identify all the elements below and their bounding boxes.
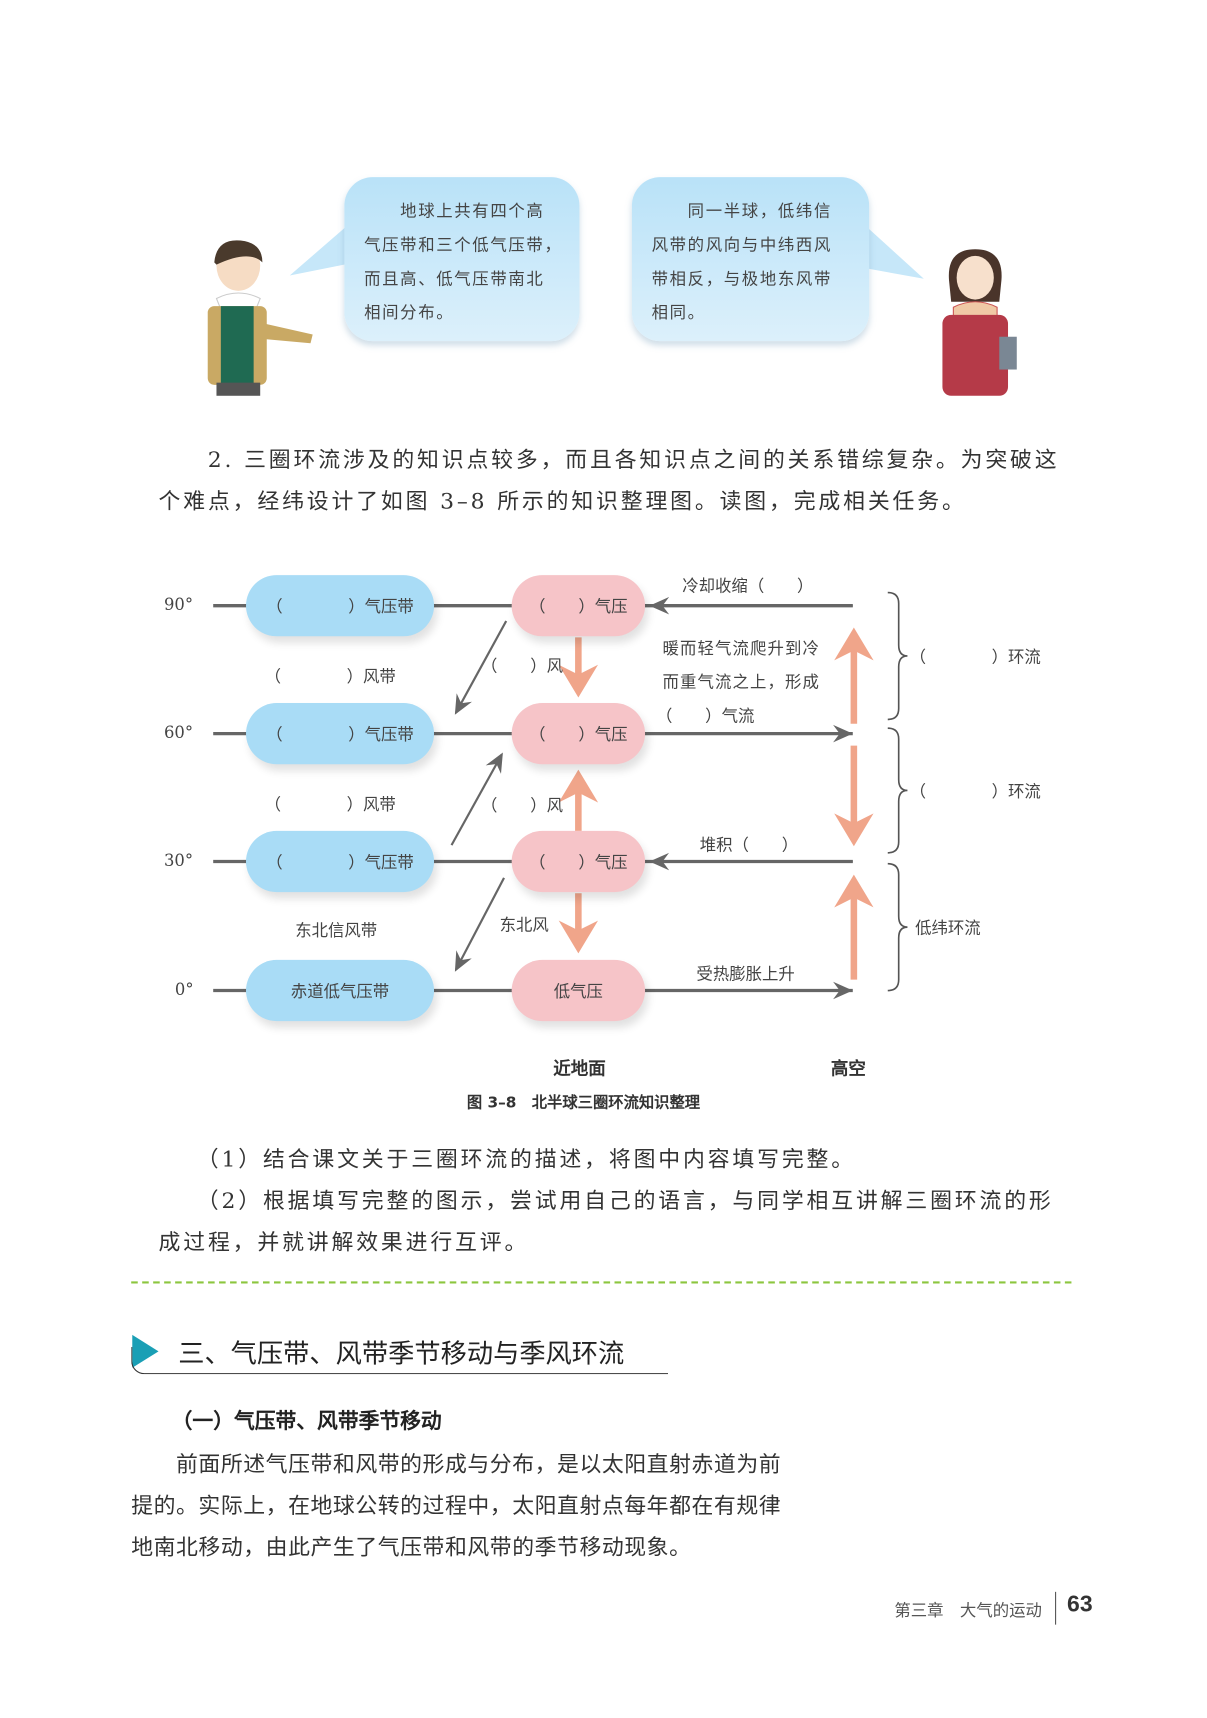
footer-separator	[1055, 1591, 1057, 1625]
pressure-belt-0: 赤道低气压带	[245, 959, 435, 1022]
section-body-line: 前面所述气压带和风带的形成与分布，是以太阳直射赤道为前	[131, 1450, 782, 1478]
section-body-line: 提的。实际上，在地球公转的过程中，太阳直射点每年都在有规律	[131, 1492, 782, 1519]
latitude-label: 30°	[163, 850, 194, 871]
latitude-label: 90°	[163, 594, 194, 615]
bubble-line: 风带的风向与中纬西风	[651, 235, 833, 255]
latitude-label: 0°	[174, 979, 194, 1000]
page-number: 63	[1067, 1591, 1093, 1617]
pressure-belt-30: （ ）气压带	[245, 830, 435, 893]
upper-label-cooling: 冷却收缩（ ）	[682, 576, 814, 596]
bubble-line: 气压带和三个低气压带，	[364, 235, 563, 255]
wind-belt-label: 东北信风带	[295, 920, 378, 941]
section-title: 三、气压带、风带季节移动与季风环流	[178, 1338, 625, 1369]
upper-label-accumulate: 堆积（ ）	[699, 835, 799, 855]
wind-arrow-polar-easterly	[454, 620, 508, 715]
brace-high-latitude	[887, 591, 908, 721]
pressure-belt-90: （ ）气压带	[245, 575, 435, 637]
surface-pressure-0: 低气压	[511, 959, 646, 1022]
pressure-belt-60: （ ）气压带	[245, 702, 435, 765]
bubble-line: 而且高、低气压带南北	[364, 268, 545, 289]
wind-belt-label: （ ）风带	[264, 666, 396, 687]
surface-pressure-90: （ ）气压	[511, 575, 646, 637]
upper-label-heated: 受热膨胀上升	[696, 964, 795, 984]
section-underline	[131, 1346, 669, 1375]
axis-label-surface: 近地面	[553, 1058, 606, 1080]
section-body-line: 地南北移动，由此产生了气压带和风带的季节移动现象。	[131, 1533, 692, 1561]
wind-label: 东北风	[499, 915, 549, 935]
wind-label: （ ）风	[481, 655, 564, 676]
girl-character-illustration	[942, 249, 1017, 396]
surface-pressure-30: （ ）气压	[511, 830, 646, 893]
diagram-lines	[213, 591, 908, 1000]
upper-label-warm: 而重气流之上，形成	[662, 672, 820, 693]
surface-pressure-60: （ ）气压	[511, 702, 646, 765]
speech-bubble-girl: 同一半球，低纬信 风带的风向与中纬西风 带相反，与极地东风带 相同。	[631, 177, 870, 342]
bubble-line: 带相反，与极地东风带	[651, 268, 833, 289]
bubble-line: 同一半球，低纬信	[651, 201, 833, 221]
wind-arrow-westerly	[450, 752, 503, 846]
boy-character-illustration	[207, 240, 313, 396]
upper-label-warm: 暖而轻气流爬升到冷	[662, 638, 820, 659]
circulation-label: （ ）环流	[909, 781, 1041, 802]
task-2: （2）根据填写完整的图示，尝试用自己的语言，与同学相互讲解三圈环流的形	[196, 1187, 1054, 1214]
bubble-line: 地球上共有四个高	[364, 201, 545, 221]
section-divider	[131, 1281, 1072, 1284]
bubble-tail-left	[289, 218, 356, 276]
task-2-cont: 成过程，并就讲解效果进行互评。	[158, 1228, 530, 1256]
bubble-line: 相间分布。	[364, 302, 455, 323]
bubble-line: 相同。	[651, 302, 706, 323]
circulation-label: （ ）环流	[909, 647, 1041, 667]
footer-chapter: 第三章 大气的运动	[894, 1600, 1042, 1621]
latitude-label: 60°	[163, 722, 194, 743]
brace-low-latitude	[887, 862, 908, 992]
intro-line-1: 2. 三圈环流涉及的知识点较多，而且各知识点之间的关系错综复杂。为突破这	[207, 446, 1060, 473]
figure-caption: 图 3–8 北半球三圈环流知识整理	[466, 1094, 701, 1112]
task-1: （1）结合课文关于三圈环流的描述，将图中内容填写完整。	[196, 1145, 856, 1173]
wind-label: （ ）风	[481, 795, 564, 816]
wind-arrow-ne-trade	[454, 877, 505, 972]
circulation-label: 低纬环流	[915, 918, 981, 939]
intro-line-2: 个难点，经纬设计了如图 3–8 所示的知识整理图。读图，完成相关任务。	[158, 487, 967, 514]
upper-label-warm: （ ）气流	[655, 706, 755, 726]
subsection-title: （一）气压带、风带季节移动	[171, 1409, 442, 1434]
wind-belt-label: （ ）风带	[264, 794, 396, 815]
brace-mid-latitude	[887, 727, 908, 854]
bubble-tail-right	[863, 224, 924, 279]
axis-label-upper: 高空	[830, 1058, 866, 1080]
speech-bubble-boy: 地球上共有四个高 气压带和三个低气压带， 而且高、低气压带南北 相间分布。	[344, 177, 580, 342]
